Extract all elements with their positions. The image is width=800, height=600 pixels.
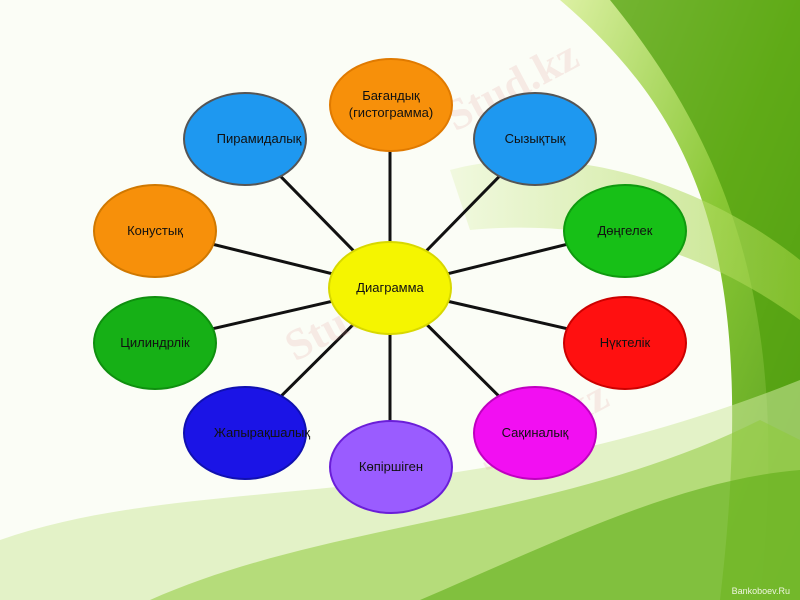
node-label: Нүктелік: [599, 334, 651, 350]
node-cylinder-chart: Цилиндрлік: [93, 296, 217, 390]
node-petal-chart: Жапырақшалық: [183, 386, 311, 480]
node-label: Сақиналық: [501, 424, 569, 440]
node-label: Дөңгелек: [597, 222, 653, 238]
node-scatter-chart: Нүктелік: [563, 296, 687, 390]
node-label: Бағандық (гистограмма): [348, 88, 434, 120]
node-pyramid-chart: Пирамидалық: [183, 92, 307, 186]
node-label: Диаграмма: [356, 279, 424, 295]
diagram-center-node: Диаграмма: [328, 241, 452, 335]
node-bubble-chart: Көпіршіген: [329, 420, 453, 514]
node-donut-chart: Сақиналық: [473, 386, 597, 480]
node-label: Конустық: [127, 222, 183, 238]
node-label: Цилиндрлік: [120, 334, 190, 350]
node-label: Жапырақшалық: [213, 424, 311, 440]
node-label: Пирамидалық: [216, 130, 302, 146]
node-label: Сызықтық: [504, 130, 566, 146]
node-pie-chart: Дөңгелек: [563, 184, 687, 278]
node-line-chart: Сызықтық: [473, 92, 597, 186]
node-bar-chart: Бағандық (гистограмма): [329, 58, 453, 152]
footer-credit: Bankoboev.Ru: [731, 586, 790, 596]
node-label: Көпіршіген: [358, 458, 424, 474]
node-cone-chart: Конустық: [93, 184, 217, 278]
